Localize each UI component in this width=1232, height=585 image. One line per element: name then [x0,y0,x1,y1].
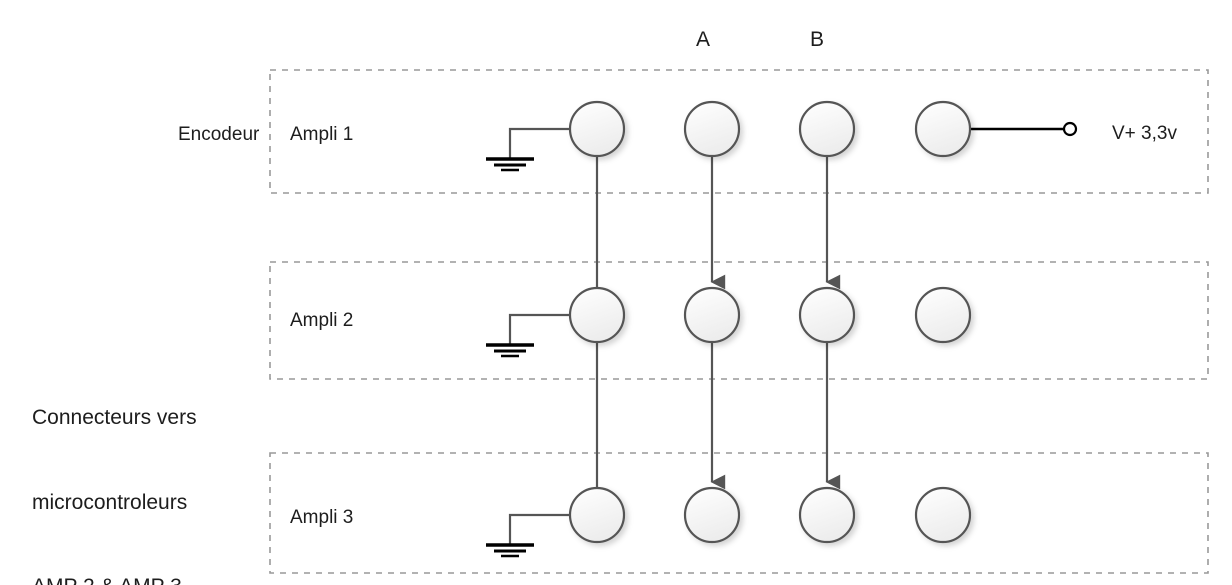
pin-ampli-2-b[interactable] [798,286,856,344]
pin-ampli-1-b[interactable] [798,100,856,158]
pin-ampli-1-a[interactable] [683,100,741,158]
pin-ampli-1-gnd[interactable] [568,100,626,158]
row-label-ampli-2: Ampli 2 [290,310,354,331]
ground-symbol-ampli-3 [486,513,570,558]
column-label-a: A [696,28,711,51]
group-box-ampli-2 [269,261,1209,380]
power-lead [970,121,1078,137]
label-connecteurs-line-3: AMP 2 & AMP 3 [32,573,197,585]
ground-symbol-ampli-1 [486,127,570,172]
bus-wires [595,156,841,490]
label-encodeur: Encodeur [178,124,260,145]
power-terminal-icon [1062,121,1078,137]
pin-ampli-3-gnd[interactable] [568,486,626,544]
pin-ampli-1-vcc[interactable] [914,100,972,158]
group-box-ampli-1 [269,69,1209,194]
group-box-ampli-3 [269,452,1209,574]
row-label-ampli-3: Ampli 3 [290,507,354,528]
ground-symbol-ampli-2 [486,313,570,358]
power-label: V+ 3,3v [1112,123,1177,144]
pin-ampli-3-vcc[interactable] [914,486,972,544]
pin-ampli-3-b[interactable] [798,486,856,544]
label-connecteurs-block: Connecteurs vers microcontroleurs AMP 2 … [32,348,197,585]
label-connecteurs-line-2: microcontroleurs [32,490,188,514]
ground-symbols [486,127,570,558]
label-connecteurs-line-1: Connecteurs vers [32,406,197,430]
group-boxes [269,69,1209,574]
pin-ampli-2-vcc[interactable] [914,286,972,344]
pins [568,100,972,544]
row-label-ampli-1: Ampli 1 [290,124,354,145]
pin-ampli-2-a[interactable] [683,286,741,344]
pin-ampli-2-gnd[interactable] [568,286,626,344]
column-label-b: B [810,28,825,51]
pin-ampli-3-a[interactable] [683,486,741,544]
